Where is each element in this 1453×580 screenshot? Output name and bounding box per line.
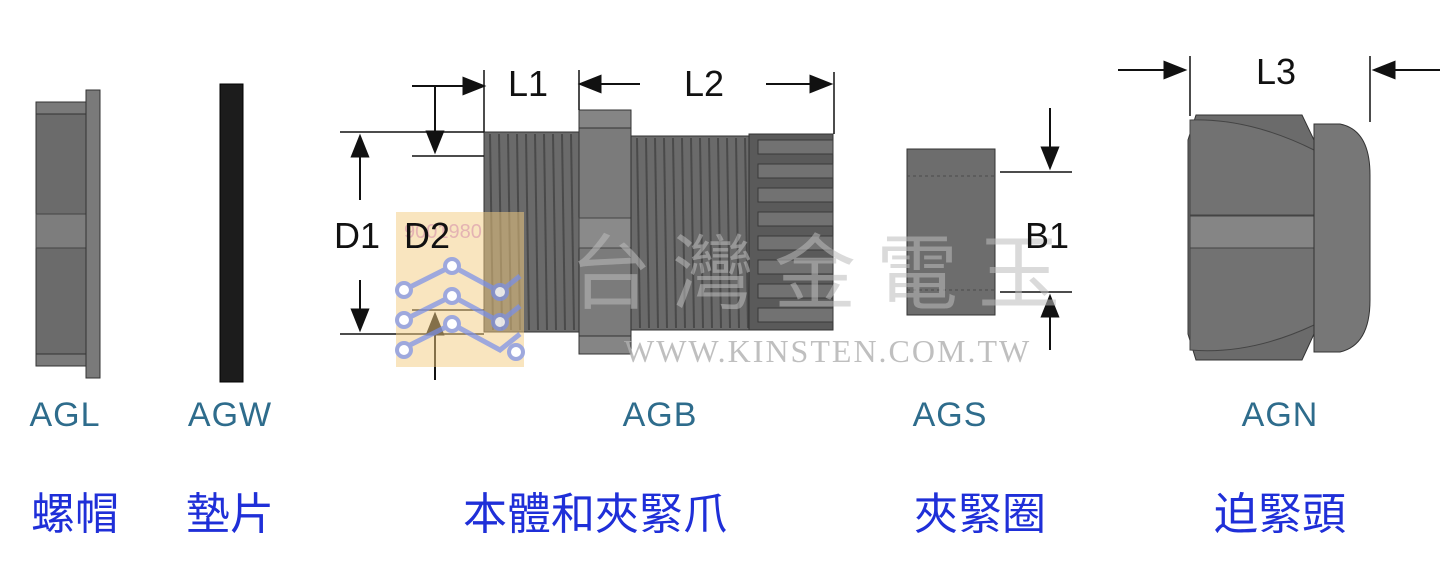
dim-label-l2: L2 bbox=[684, 63, 724, 104]
thread-line bbox=[663, 137, 668, 329]
agl-lock-nut bbox=[35, 89, 101, 379]
part-name-agl: 螺帽 bbox=[31, 489, 119, 540]
claw-finger bbox=[757, 187, 834, 203]
watermark-url: WWW.KINSTEN.COM.TW bbox=[624, 333, 1031, 369]
thread-line bbox=[735, 137, 740, 329]
dimension-lines bbox=[340, 56, 1440, 380]
part-code-agl: AGL bbox=[29, 396, 101, 434]
thread-line bbox=[654, 137, 659, 329]
thread-line bbox=[570, 133, 575, 331]
thread-line bbox=[672, 137, 677, 329]
agn-cap-nut bbox=[1187, 114, 1371, 361]
part-code-ags: AGS bbox=[912, 396, 988, 434]
thread-line bbox=[645, 137, 650, 329]
thread-line bbox=[744, 137, 749, 329]
thread-line bbox=[699, 137, 704, 329]
thread-line bbox=[636, 137, 641, 329]
thread-line bbox=[534, 133, 539, 331]
thread-line bbox=[552, 133, 557, 331]
claw-finger bbox=[757, 259, 834, 275]
thread-line bbox=[690, 137, 695, 329]
part-code-agn: AGN bbox=[1241, 396, 1319, 434]
thread-line bbox=[717, 137, 722, 329]
thread-line bbox=[681, 137, 686, 329]
dim-label-b1: B1 bbox=[1025, 215, 1069, 256]
dim-label-l1: L1 bbox=[508, 63, 548, 104]
thread-line bbox=[726, 137, 731, 329]
thread-line bbox=[543, 133, 548, 331]
part-name-agn: 迫緊頭 bbox=[1214, 489, 1346, 540]
dim-label-d1: D1 bbox=[334, 215, 380, 256]
claw-finger bbox=[757, 235, 834, 251]
dim-label-d2: D2 bbox=[404, 215, 450, 256]
watermark-logo: 9001980 bbox=[395, 212, 525, 367]
claw-finger bbox=[757, 307, 834, 323]
claw-finger bbox=[757, 211, 834, 227]
part-name-ags: 夾緊圈 bbox=[914, 489, 1046, 540]
part-name-agb: 本體和夾緊爪 bbox=[463, 489, 727, 540]
claw-finger bbox=[757, 283, 834, 299]
agw-washer bbox=[219, 83, 244, 383]
thread-line bbox=[561, 133, 566, 331]
claw-finger bbox=[757, 163, 834, 179]
thread-line bbox=[708, 137, 713, 329]
thread-line bbox=[525, 133, 530, 331]
watermark-logo-number: 9001980 bbox=[404, 221, 482, 243]
ags-seal-ring bbox=[906, 148, 996, 316]
part-code-agb: AGB bbox=[622, 396, 698, 434]
claw-finger bbox=[757, 139, 834, 155]
watermark-text: 台灣金電玉 bbox=[570, 227, 1080, 322]
dim-label-l3: L3 bbox=[1256, 51, 1296, 92]
part-code-agw: AGW bbox=[187, 396, 273, 434]
part-name-agw: 墊片 bbox=[186, 489, 274, 540]
